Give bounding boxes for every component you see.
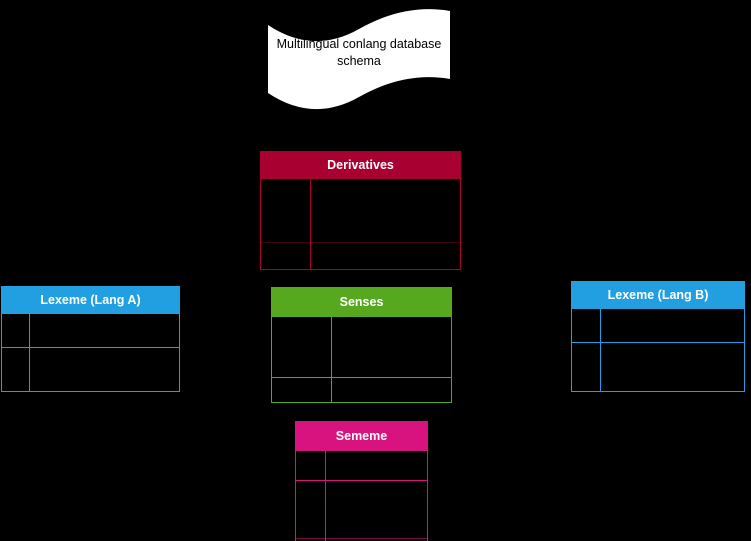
entity-lexeme-lang-b-title: Lexeme (Lang B) (571, 281, 745, 308)
column-divider (310, 179, 311, 269)
entity-derivatives-title: Derivatives (260, 151, 461, 178)
entity-lexeme-lang-b-attributes (571, 308, 745, 392)
entity-derivatives: Derivatives (260, 151, 461, 270)
row-divider (296, 538, 427, 539)
column-divider (331, 317, 332, 402)
row-divider (272, 377, 451, 378)
row-divider (572, 342, 744, 343)
row-divider (261, 242, 460, 243)
entity-lexeme-lang-a: Lexeme (Lang A) (1, 286, 180, 392)
entity-lexeme-lang-b: Lexeme (Lang B) (571, 281, 745, 392)
entity-lexeme-lang-a-title: Lexeme (Lang A) (1, 286, 180, 313)
entity-senses-title: Senses (271, 287, 452, 316)
row-divider (2, 347, 179, 348)
banner-title: Multilingual conlang database schema (276, 37, 442, 68)
row-divider (296, 480, 427, 481)
entity-sememe: Sememe (295, 421, 428, 541)
banner-tape: Multilingual conlang database schema (268, 3, 450, 113)
entity-sememe-attributes (295, 450, 428, 541)
entity-sememe-title: Sememe (295, 421, 428, 450)
entity-senses: Senses (271, 287, 452, 403)
entity-derivatives-attributes (260, 178, 461, 270)
column-divider (600, 309, 601, 391)
entity-senses-attributes (271, 316, 452, 403)
entity-lexeme-lang-a-attributes (1, 313, 180, 392)
column-divider (325, 451, 326, 541)
column-divider (29, 314, 30, 391)
tape-shape-icon (268, 9, 450, 110)
